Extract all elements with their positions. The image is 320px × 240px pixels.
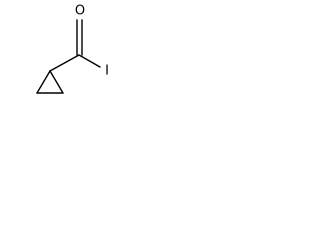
ring-to-carbonyl-bond <box>49 54 80 72</box>
ring-bond-top-left <box>36 70 51 94</box>
carbon-iodine-bond <box>78 54 101 68</box>
iodine-atom-label: I <box>105 64 109 79</box>
oxygen-atom-label: O <box>75 4 85 19</box>
ring-bond-right <box>49 70 64 94</box>
structure-canvas: O I <box>0 0 120 110</box>
molecule-diagram: O I <box>36 4 109 94</box>
